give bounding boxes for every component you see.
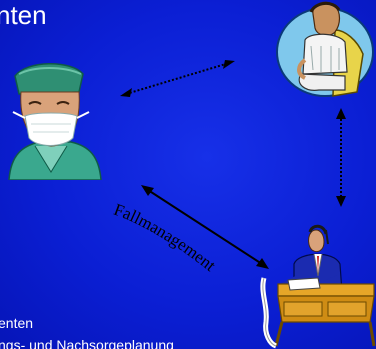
arrow-surgeon-patient [120, 60, 235, 97]
bullet-item: ngs- und Nachsorgeplanung [0, 337, 174, 349]
case-management-text: Fallmanagement [111, 200, 219, 275]
arrow-patient-manager [336, 108, 346, 207]
svg-text:Fallmanagement: Fallmanagement [111, 200, 219, 275]
case-management-label: Fallmanagement [105, 200, 265, 330]
bullet-item: enten [0, 315, 33, 331]
